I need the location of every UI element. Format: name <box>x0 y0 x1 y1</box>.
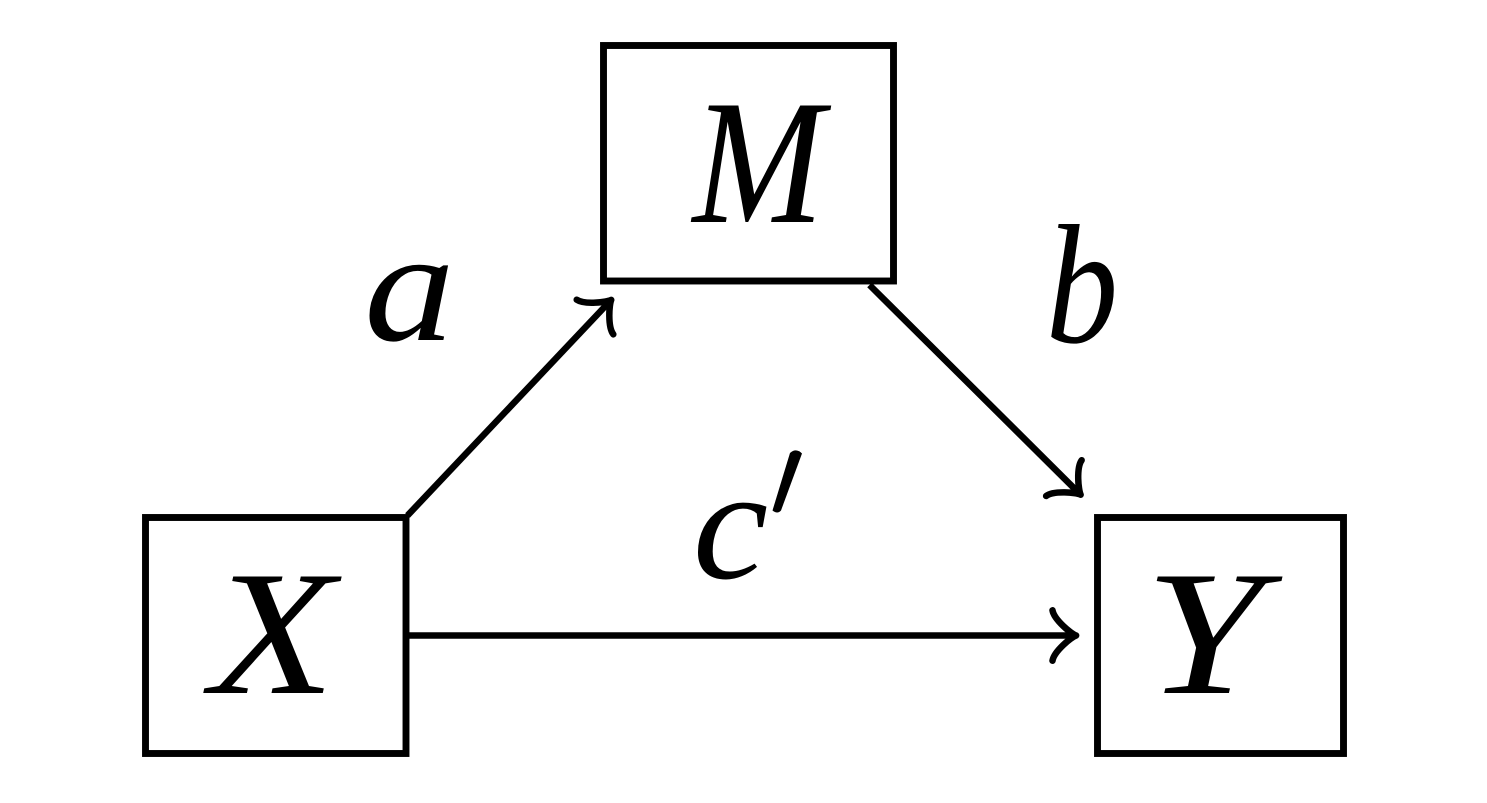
svg-text:X: X <box>203 535 343 732</box>
svg-text:a: a <box>364 198 455 376</box>
svg-text:c: c <box>693 436 769 613</box>
svg-text:b: b <box>1046 191 1118 380</box>
svg-text:M: M <box>691 64 832 261</box>
svg-text:Y: Y <box>1145 535 1283 732</box>
